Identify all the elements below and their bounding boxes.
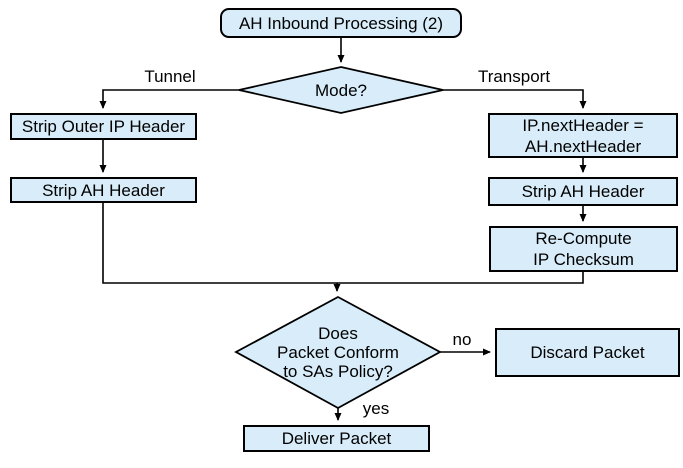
edge-mode-to-ip-next-header [443,89,587,109]
policy-decision-diamond [234,295,442,410]
edge-label-transport: Transport [477,67,551,86]
node-strip-ah-header-transport: Strip AH Header [488,177,678,206]
edge-recompute-to-junction [337,272,584,284]
node-strip-ah-header-tunnel: Strip AH Header [10,177,197,203]
edge-label-tunnel: Tunnel [144,67,196,86]
node-ip-next-header: IP.nextHeader = AH.nextHeader [488,113,678,158]
node-strip-outer-ip-header: Strip Outer IP Header [10,113,197,140]
edge-strip-ah-tunnel-to-junction [102,203,337,284]
node-recompute-ip-checksum: Re-Compute IP Checksum [489,226,678,272]
mode-decision-diamond [238,66,444,114]
node-deliver-packet: Deliver Packet [243,425,430,452]
edge-label-yes: yes [362,399,390,418]
node-start: AH Inbound Processing (2) [220,8,462,38]
edge-label-no: no [452,330,472,349]
node-discard-packet: Discard Packet [495,328,680,377]
edge-mode-to-strip-outer-ip [99,89,239,109]
